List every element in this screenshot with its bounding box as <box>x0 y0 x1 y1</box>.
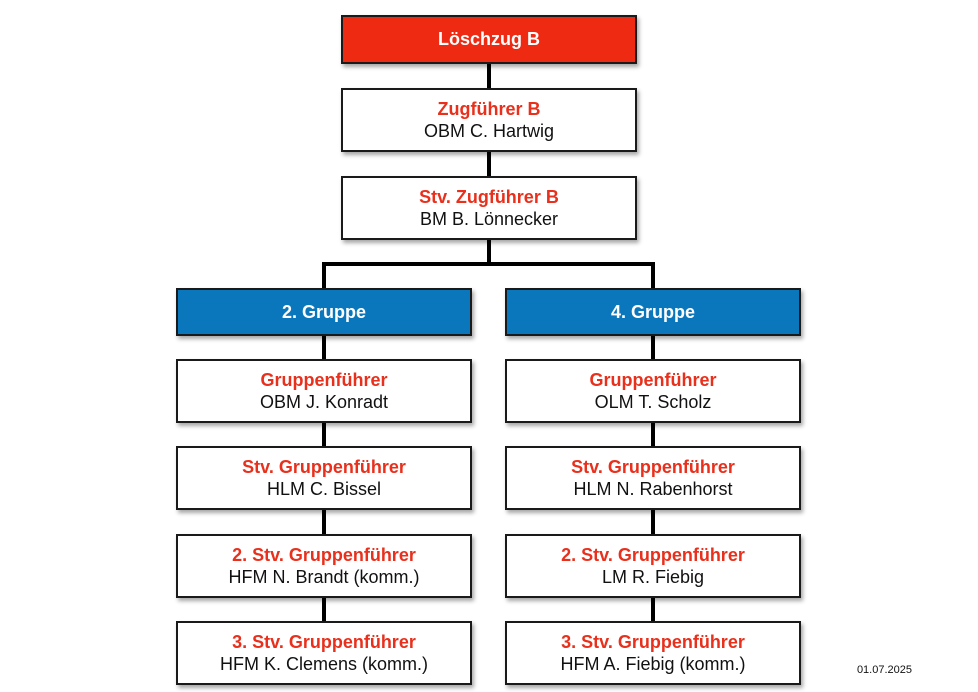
member-name: LM R. Fiebig <box>601 567 705 587</box>
member-name: HFM A. Fiebig (komm.) <box>560 654 746 674</box>
group-2-member-2: Stv. Gruppenführer HLM C. Bissel <box>176 446 472 510</box>
group-4-member-1: Gruppenführer OLM T. Scholz <box>505 359 801 423</box>
member-name: OBM J. Konradt <box>259 392 389 412</box>
member-role: 2. Stv. Gruppenführer <box>561 544 745 565</box>
group-4-member-3: 2. Stv. Gruppenführer LM R. Fiebig <box>505 534 801 598</box>
connector-left-1 <box>322 334 326 360</box>
group-2-header: 2. Gruppe <box>176 288 472 336</box>
zugfuehrer-name: OBM C. Hartwig <box>423 121 555 141</box>
group-2-member-1: Gruppenführer OBM J. Konradt <box>176 359 472 423</box>
group-2-member-4: 3. Stv. Gruppenführer HFM K. Clemens (ko… <box>176 621 472 685</box>
member-role: 3. Stv. Gruppenführer <box>561 631 745 652</box>
zugfuehrer-box: Zugführer B OBM C. Hartwig <box>341 88 637 152</box>
loeschzug-title: Löschzug B <box>438 29 540 50</box>
member-name: HFM N. Brandt (komm.) <box>228 567 420 587</box>
connector-left-3 <box>322 509 326 535</box>
connector-right-drop <box>651 262 655 290</box>
connector-right-1 <box>651 334 655 360</box>
member-role: Stv. Gruppenführer <box>571 456 735 477</box>
date-stamp: 01.07.2025 <box>856 664 912 676</box>
stv-zugfuehrer-box: Stv. Zugführer B BM B. Lönnecker <box>341 176 637 240</box>
group-2-member-3: 2. Stv. Gruppenführer HFM N. Brandt (kom… <box>176 534 472 598</box>
group-4-member-4: 3. Stv. Gruppenführer HFM A. Fiebig (kom… <box>505 621 801 685</box>
connector-right-2 <box>651 422 655 447</box>
member-name: HFM K. Clemens (komm.) <box>219 654 428 674</box>
stv-zugfuehrer-role: Stv. Zugführer B <box>419 186 559 207</box>
loeschzug-box: Löschzug B <box>341 15 637 64</box>
connector-stv-split <box>487 238 491 264</box>
member-role: Gruppenführer <box>589 369 717 390</box>
member-name: HLM N. Rabenhorst <box>573 479 733 499</box>
group-2-title: 2. Gruppe <box>281 301 366 322</box>
stv-zugfuehrer-name: BM B. Lönnecker <box>419 209 559 229</box>
connector-zug-stv <box>487 150 491 177</box>
group-4-header: 4. Gruppe <box>505 288 801 336</box>
group-4-member-2: Stv. Gruppenführer HLM N. Rabenhorst <box>505 446 801 510</box>
zugfuehrer-role: Zugführer B <box>437 98 541 119</box>
connector-left-4 <box>322 596 326 622</box>
connector-left-drop <box>322 262 326 290</box>
member-role: 2. Stv. Gruppenführer <box>232 544 416 565</box>
member-role: 3. Stv. Gruppenführer <box>232 631 416 652</box>
member-role: Gruppenführer <box>260 369 388 390</box>
group-4-title: 4. Gruppe <box>610 301 695 322</box>
member-name: OLM T. Scholz <box>594 392 712 412</box>
connector-top-zug <box>487 62 491 90</box>
member-name: HLM C. Bissel <box>266 479 382 499</box>
connector-horizontal <box>322 262 655 266</box>
connector-left-2 <box>322 422 326 447</box>
connector-right-4 <box>651 596 655 622</box>
member-role: Stv. Gruppenführer <box>242 456 406 477</box>
connector-right-3 <box>651 509 655 535</box>
